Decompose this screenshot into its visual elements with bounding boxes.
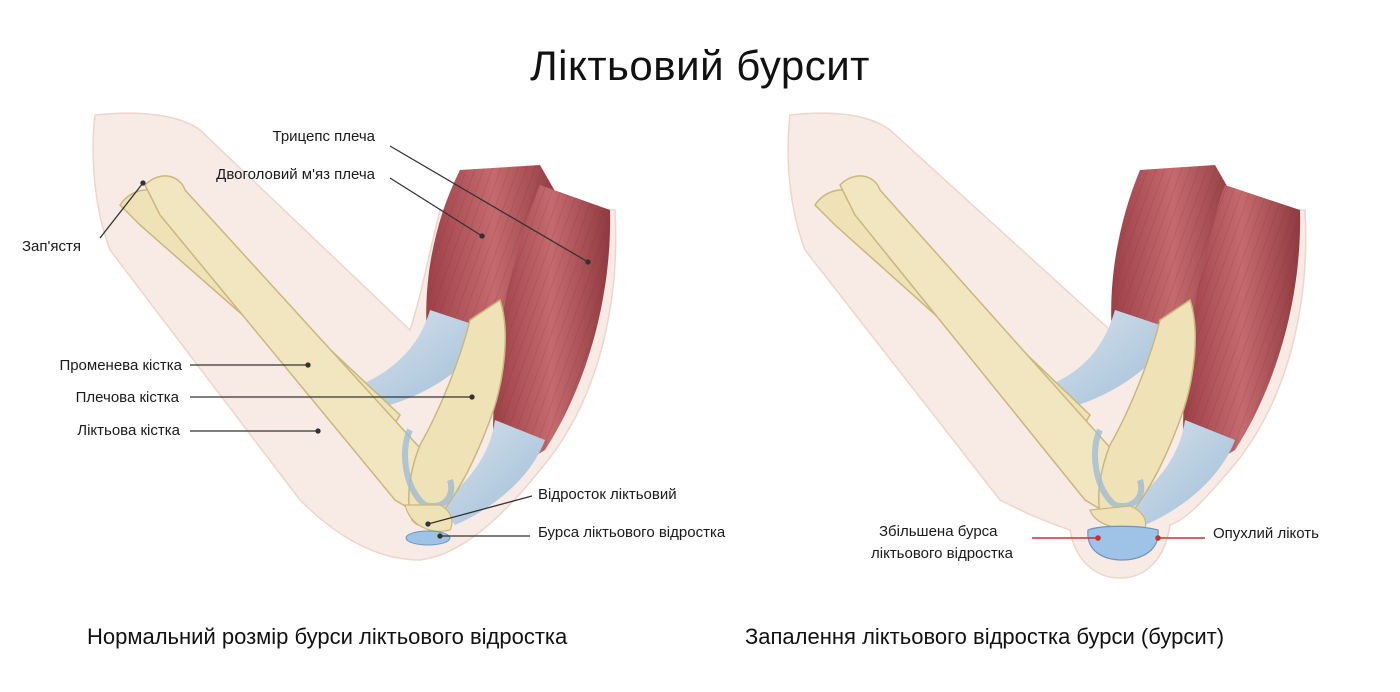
label-wrist: Зап'ястя <box>22 238 82 255</box>
label-triceps: Трицепс плеча <box>272 128 375 145</box>
label-swollen-elbow: Опухлий лікоть <box>1213 525 1319 542</box>
left-olecranon <box>404 504 453 532</box>
label-biceps: Двоголовий м'яз плеча <box>216 166 375 183</box>
left-biceps-tendon <box>360 310 490 410</box>
page-title: Ліктьовий бурсит <box>530 42 870 89</box>
label-humerus: Плечова кістка <box>75 389 179 406</box>
label-radius: Променева кістка <box>59 357 182 374</box>
right-enlarged-bursa <box>1087 525 1159 561</box>
label-bursa: Бурса ліктьового відростка <box>538 524 726 541</box>
left-bursa <box>405 530 451 546</box>
left-triceps-tendon <box>440 420 545 525</box>
label-olecranon: Відросток ліктьовий <box>538 486 677 503</box>
label-enlarged-bursa-line1: Збільшена бурса <box>879 523 998 540</box>
label-ulna: Ліктьова кістка <box>77 422 180 439</box>
normal-elbow-figure <box>92 112 617 561</box>
caption-bursitis: Запалення ліктьового відростка бурси (бу… <box>745 624 1225 649</box>
bursitis-elbow-figure <box>787 112 1307 579</box>
label-enlarged-bursa-line2: ліктьового відростка <box>871 545 1013 562</box>
right-biceps-tendon <box>1050 310 1175 410</box>
caption-normal: Нормальний розмір бурси ліктьового відро… <box>87 624 568 649</box>
right-triceps-tendon <box>1130 420 1235 525</box>
